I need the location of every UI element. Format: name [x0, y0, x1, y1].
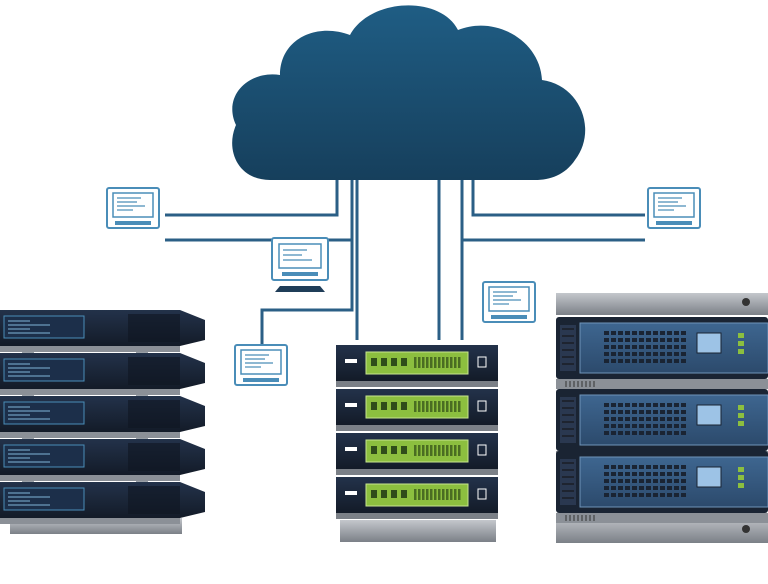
monitor-icon: [647, 187, 701, 229]
switch-unit: [336, 477, 498, 519]
server-rack-icon: [0, 310, 205, 534]
monitor-icon: [271, 237, 329, 292]
server-unit: [0, 482, 205, 524]
connection-lines: [165, 180, 645, 345]
server-unit: [0, 439, 205, 481]
switch-unit: [336, 389, 498, 431]
server-unit: [556, 317, 768, 389]
server-unit: [0, 353, 205, 395]
monitor-icon: [106, 187, 160, 229]
monitor-icon: [234, 344, 288, 386]
server-unit: [0, 310, 205, 352]
server-unit: [556, 389, 768, 461]
switch-unit: [336, 345, 498, 387]
server-unit: [556, 451, 768, 523]
network-switch-icon: [336, 345, 498, 542]
monitor-icon: [482, 281, 536, 323]
cloud-icon: [232, 5, 586, 181]
switch-unit: [336, 433, 498, 475]
server-unit: [0, 396, 205, 438]
server-rack-icon: [556, 293, 768, 543]
